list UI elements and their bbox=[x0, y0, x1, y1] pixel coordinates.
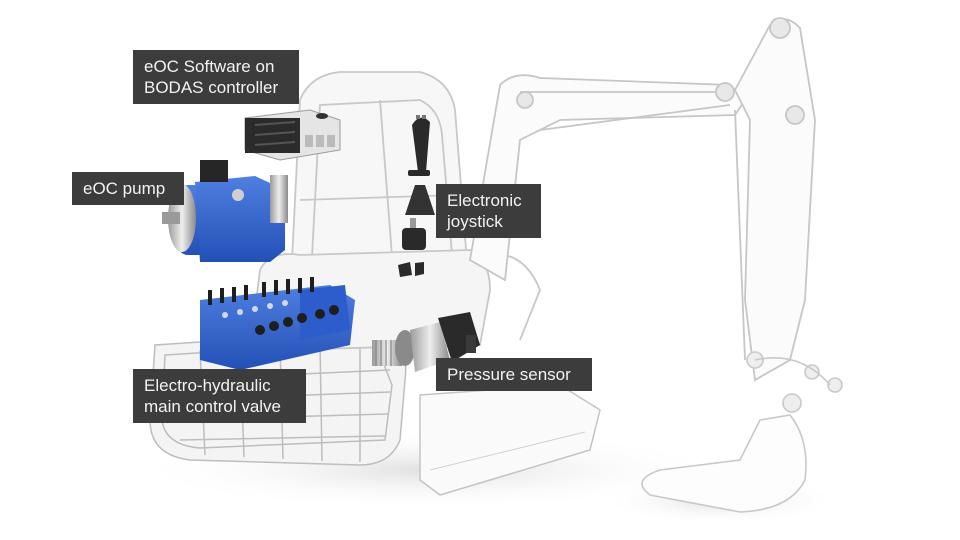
joystick-graphic bbox=[398, 115, 435, 277]
label-electronic-joystick: Electronic joystick bbox=[436, 184, 541, 238]
bodas-controller-graphic bbox=[244, 109, 341, 161]
main-control-valve-graphic bbox=[200, 277, 355, 370]
label-pressure-sensor: Pressure sensor bbox=[436, 358, 592, 391]
label-main-control-valve: Electro-hydraulic main control valve bbox=[133, 369, 306, 423]
boom-arm bbox=[469, 17, 816, 382]
label-eoc-pump: eOC pump bbox=[72, 172, 184, 205]
eoc-pump-graphic bbox=[162, 160, 288, 262]
bucket bbox=[641, 351, 843, 513]
label-software-controller: eOC Software on BODAS controller bbox=[133, 50, 299, 104]
